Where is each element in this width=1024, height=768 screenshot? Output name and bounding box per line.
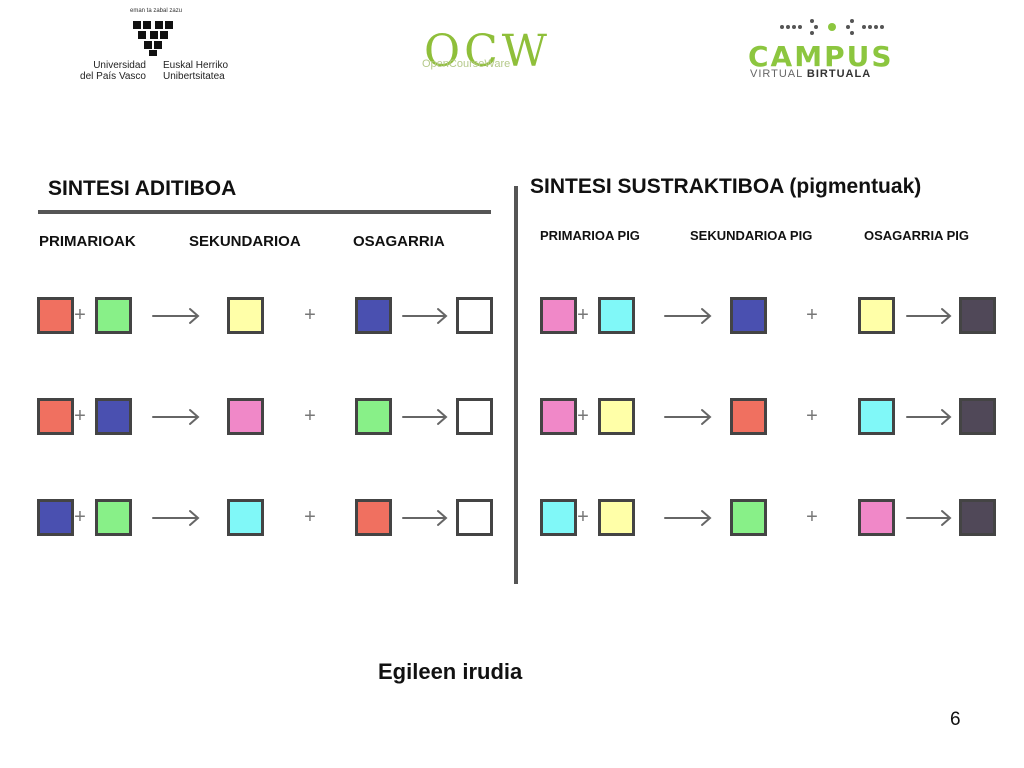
- right-row-3-arrow-icon: [664, 510, 712, 526]
- center-divider-vertical: [514, 186, 518, 584]
- left-row-3-primary-b-swatch: [95, 499, 132, 536]
- ocw-logo: OCW OpenCourseWare: [418, 26, 548, 86]
- left-row-3-secondary-swatch: [227, 499, 264, 536]
- left-row-2-result-arrow-icon: [402, 409, 448, 425]
- subtractive-synthesis-title: SINTESI SUSTRAKTIBOA (pigmentuak): [530, 175, 922, 198]
- right-row-1-plus-1: +: [577, 304, 589, 326]
- left-row-1-result-arrow-icon: [402, 308, 448, 324]
- right-row-3-secondary-swatch: [730, 499, 767, 536]
- left-row-1-arrow-icon: [152, 308, 200, 324]
- right-row-1-result-arrow-icon: [906, 308, 952, 324]
- image-credit: Egileen irudia: [378, 659, 523, 684]
- left-row-2-arrow-icon: [152, 409, 200, 425]
- right-row-3-primary-b-swatch: [598, 499, 635, 536]
- left-row-3-plus-2: +: [304, 506, 316, 528]
- right-row-1-plus-2: +: [806, 304, 818, 326]
- left-row-3-arrow-icon: [152, 510, 200, 526]
- left-label-primaries: PRIMARIOAK: [39, 233, 136, 250]
- right-row-1-secondary-swatch: [730, 297, 767, 334]
- left-row-2-complement-swatch: [355, 398, 392, 435]
- left-row-2-primary-b-swatch: [95, 398, 132, 435]
- right-row-2-result-swatch: [959, 398, 996, 435]
- left-row-2-plus-1: +: [74, 405, 86, 427]
- upv-motto: eman ta zabal zazu: [130, 8, 183, 14]
- right-row-1-complement-swatch: [858, 297, 895, 334]
- upv-name-spanish: Universidad del País Vasco: [80, 60, 146, 82]
- left-row-1-plus-1: +: [74, 304, 86, 326]
- left-row-1-primary-a-swatch: [37, 297, 74, 334]
- left-row-3-result-arrow-icon: [402, 510, 448, 526]
- right-row-1-arrow-icon: [664, 308, 712, 324]
- right-row-2-plus-2: +: [806, 405, 818, 427]
- left-row-1-primary-b-swatch: [95, 297, 132, 334]
- right-row-2-complement-swatch: [858, 398, 895, 435]
- ocw-letters: OCW: [424, 26, 551, 77]
- right-label-primaries: PRIMARIOA PIG: [540, 228, 640, 243]
- right-row-2-secondary-swatch: [730, 398, 767, 435]
- left-row-3-complement-swatch: [355, 499, 392, 536]
- left-row-3-result-swatch: [456, 499, 493, 536]
- left-row-3-plus-1: +: [74, 506, 86, 528]
- left-row-1-secondary-swatch: [227, 297, 264, 334]
- right-label-secondary: SEKUNDARIOA PIG: [690, 228, 813, 243]
- right-row-1-result-swatch: [959, 297, 996, 334]
- left-row-1-complement-swatch: [355, 297, 392, 334]
- left-row-2-result-swatch: [456, 398, 493, 435]
- left-row-3-primary-a-swatch: [37, 499, 74, 536]
- upv-ehu-logo: eman ta zabal zazu Universidad del País …: [78, 8, 248, 82]
- left-row-2-primary-a-swatch: [37, 398, 74, 435]
- left-divider-horizontal: [38, 210, 491, 214]
- page-number: 6: [950, 709, 961, 730]
- right-row-3-complement-swatch: [858, 499, 895, 536]
- campus-dots-icon: [780, 19, 884, 35]
- upv-tree-emblem-icon: [133, 21, 173, 56]
- right-label-complementary: OSAGARRIA PIG: [864, 228, 969, 243]
- left-label-complementary: OSAGARRIA: [353, 233, 445, 250]
- right-row-2-plus-1: +: [577, 405, 589, 427]
- left-row-1-plus-2: +: [304, 304, 316, 326]
- left-row-1-result-swatch: [456, 297, 493, 334]
- left-row-2-secondary-swatch: [227, 398, 264, 435]
- right-row-2-arrow-icon: [664, 409, 712, 425]
- right-row-2-primary-a-swatch: [540, 398, 577, 435]
- left-row-2-plus-2: +: [304, 405, 316, 427]
- right-row-3-primary-a-swatch: [540, 499, 577, 536]
- right-row-1-primary-b-swatch: [598, 297, 635, 334]
- ocw-subtitle: OpenCourseWare: [422, 58, 511, 70]
- right-row-3-plus-2: +: [806, 506, 818, 528]
- right-row-2-result-arrow-icon: [906, 409, 952, 425]
- right-row-3-result-arrow-icon: [906, 510, 952, 526]
- additive-synthesis-title: SINTESI ADITIBOA: [48, 177, 237, 200]
- campus-word: CAMPUS: [748, 40, 894, 73]
- right-row-3-result-swatch: [959, 499, 996, 536]
- right-row-2-primary-b-swatch: [598, 398, 635, 435]
- left-label-secondary: SEKUNDARIOA: [189, 233, 301, 250]
- right-row-3-plus-1: +: [577, 506, 589, 528]
- campus-virtual-logo: CAMPUS VIRTUAL BIRTUALA: [748, 16, 918, 80]
- right-row-1-primary-a-swatch: [540, 297, 577, 334]
- upv-name-basque: Euskal Herriko Unibertsitatea: [163, 60, 229, 82]
- campus-subtitle: VIRTUAL BIRTUALA: [750, 68, 872, 80]
